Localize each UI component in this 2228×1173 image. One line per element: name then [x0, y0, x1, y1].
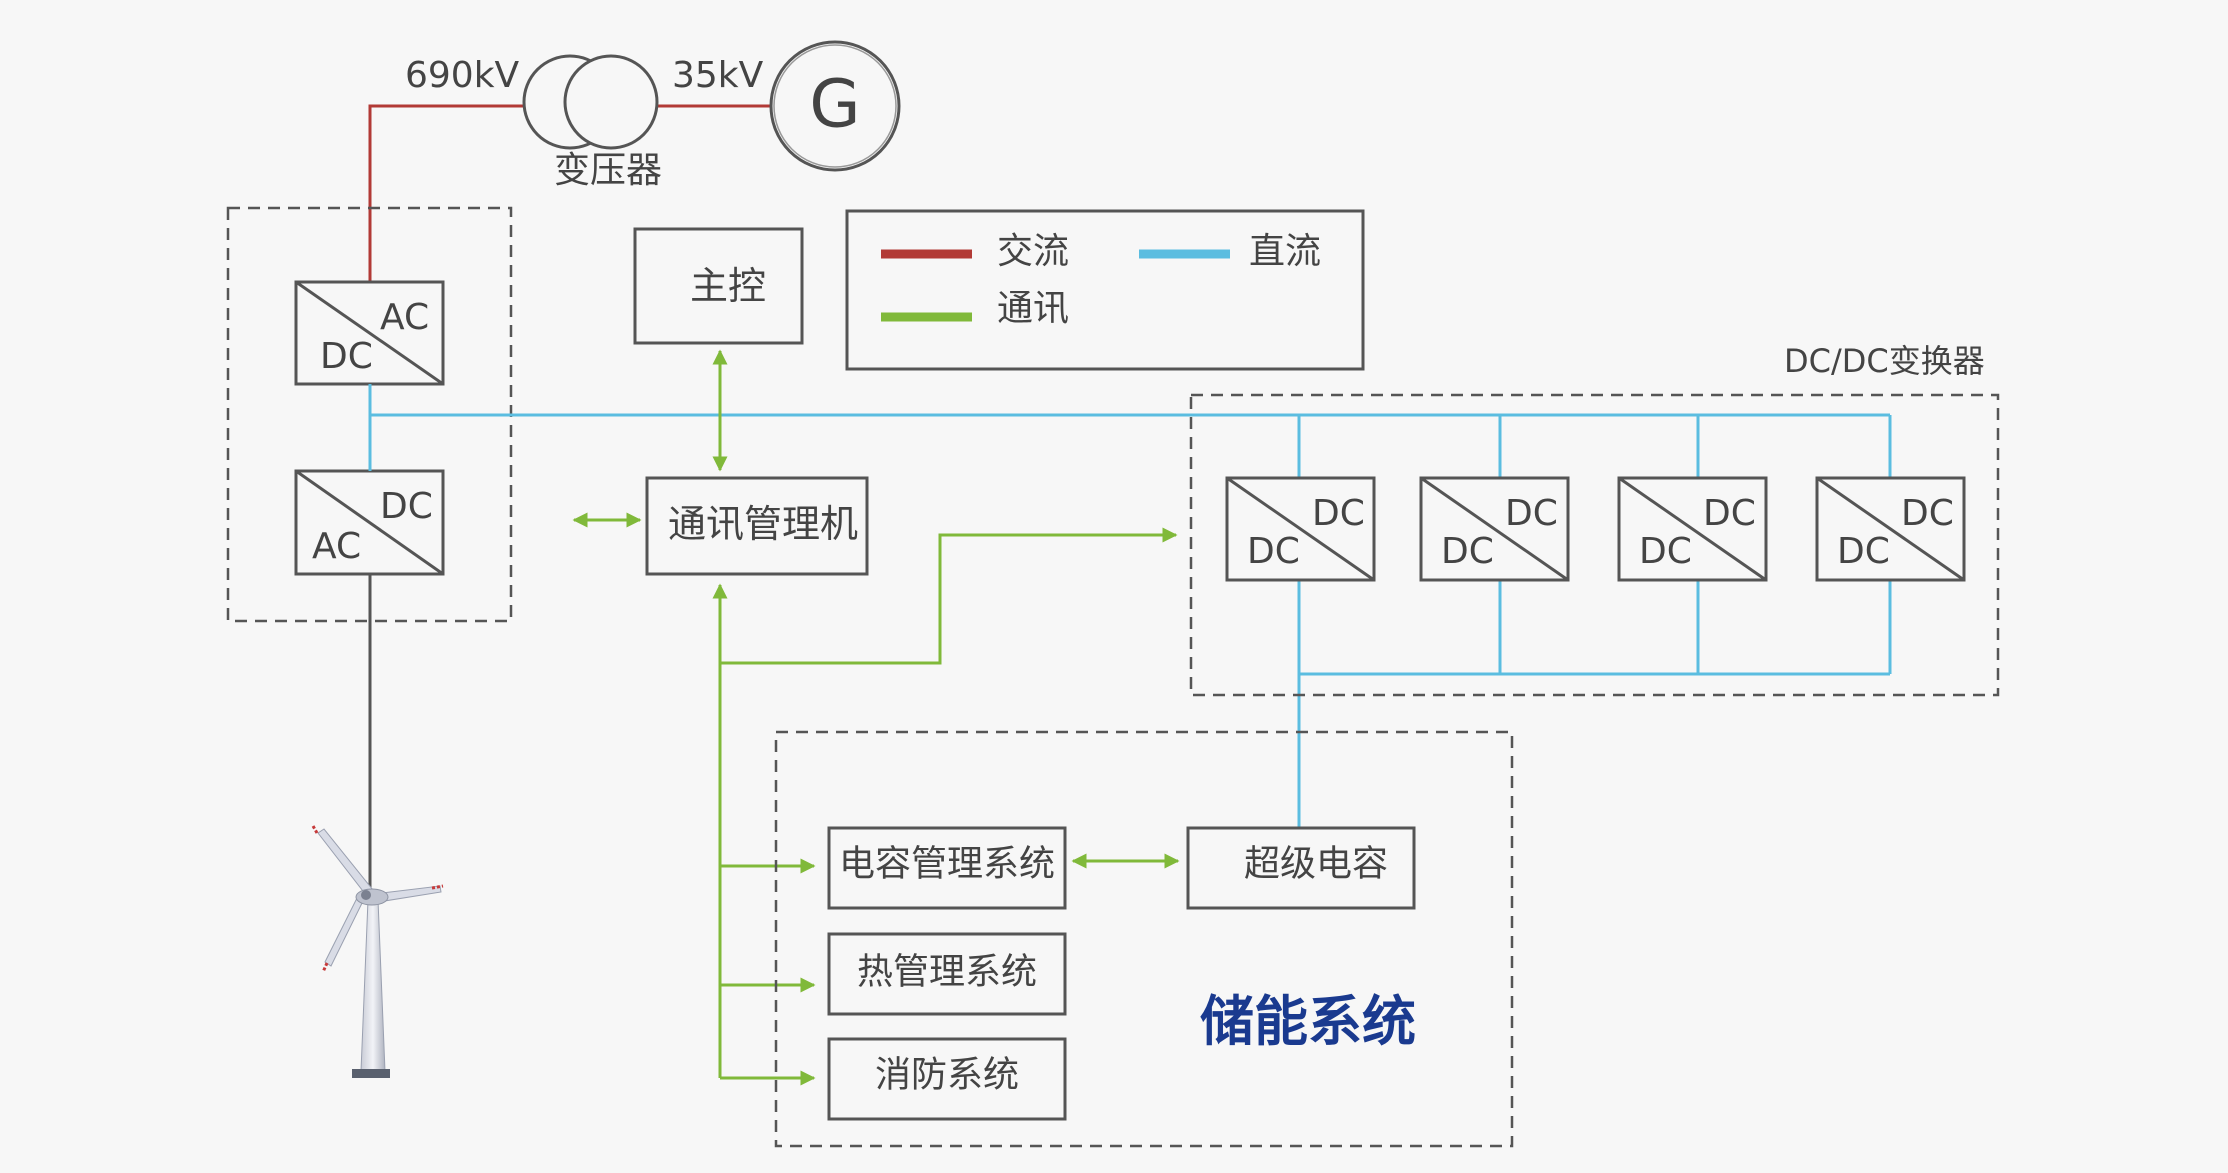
comm-manager-label: 通讯管理机 — [668, 502, 858, 546]
converter-lower-ac: AC — [312, 526, 361, 567]
dcdc-group-frame — [1189, 393, 2000, 697]
converter-lower-dc: DC — [380, 486, 433, 527]
supercapacitor-label: 超级电容 — [1244, 844, 1388, 885]
dcdc-unit-2[interactable]: DC DC — [1419, 476, 1570, 582]
transformer-icon — [522, 54, 659, 150]
supercapacitor-box[interactable] — [1186, 826, 1416, 910]
dcdc-unit-3-top: DC — [1703, 493, 1756, 534]
ac-line-to-transformer — [368, 104, 524, 281]
storage-system-title: 储能系统 — [1200, 990, 1416, 1053]
dcdc-unit-1[interactable]: DC DC — [1225, 476, 1376, 582]
generator-icon — [769, 40, 901, 172]
legend: 交流 直流 通讯 — [845, 209, 1365, 371]
dcdc-unit-4[interactable]: DC DC — [1815, 476, 1966, 582]
capacitor-mgmt-box[interactable] — [827, 826, 1067, 910]
converter-upper-dc: DC — [320, 336, 373, 377]
thermal-mgmt-label: 热管理系统 — [857, 952, 1037, 993]
dcdc-unit-1-bottom: DC — [1247, 531, 1300, 572]
converter-dc-ac: DC AC — [294, 469, 445, 576]
legend-ac-label: 交流 — [997, 231, 1069, 272]
dcdc-unit-1-top: DC — [1312, 493, 1365, 534]
voltage-label-690kv: 690kV — [405, 55, 520, 96]
converter-upper-ac: AC — [380, 297, 429, 338]
generator-label: G — [809, 66, 860, 143]
main-control-label: 主控 — [690, 264, 766, 308]
dcdc-unit-4-top: DC — [1901, 493, 1954, 534]
comm-link-dcdc — [720, 527, 1178, 665]
voltage-label-35kv: 35kV — [672, 55, 764, 96]
wind-turbine-icon — [311, 825, 444, 1078]
fire-protection-label: 消防系统 — [875, 1055, 1019, 1096]
converter-ac-dc: AC DC — [294, 280, 445, 386]
fire-protection-box[interactable] — [827, 1037, 1067, 1121]
thermal-mgmt-box[interactable] — [827, 932, 1067, 1016]
dcdc-group-title: DC/DC变换器 — [1784, 342, 1985, 380]
legend-dc-label: 直流 — [1249, 231, 1321, 272]
capacitor-mgmt-label: 电容管理系统 — [839, 844, 1055, 885]
dcdc-unit-2-bottom: DC — [1441, 531, 1494, 572]
transformer-label: 变压器 — [554, 150, 662, 191]
dcdc-unit-4-bottom: DC — [1837, 531, 1890, 572]
dcdc-unit-2-top: DC — [1505, 493, 1558, 534]
comm-manager-box[interactable] — [645, 476, 869, 576]
dcdc-unit-3[interactable]: DC DC — [1617, 476, 1768, 582]
storage-system-frame — [774, 730, 1514, 1148]
generator-inner-ring — [773, 44, 897, 168]
dcdc-unit-3-bottom: DC — [1639, 531, 1692, 572]
main-control-box[interactable] — [633, 227, 804, 345]
legend-comm-label: 通讯 — [997, 288, 1069, 329]
